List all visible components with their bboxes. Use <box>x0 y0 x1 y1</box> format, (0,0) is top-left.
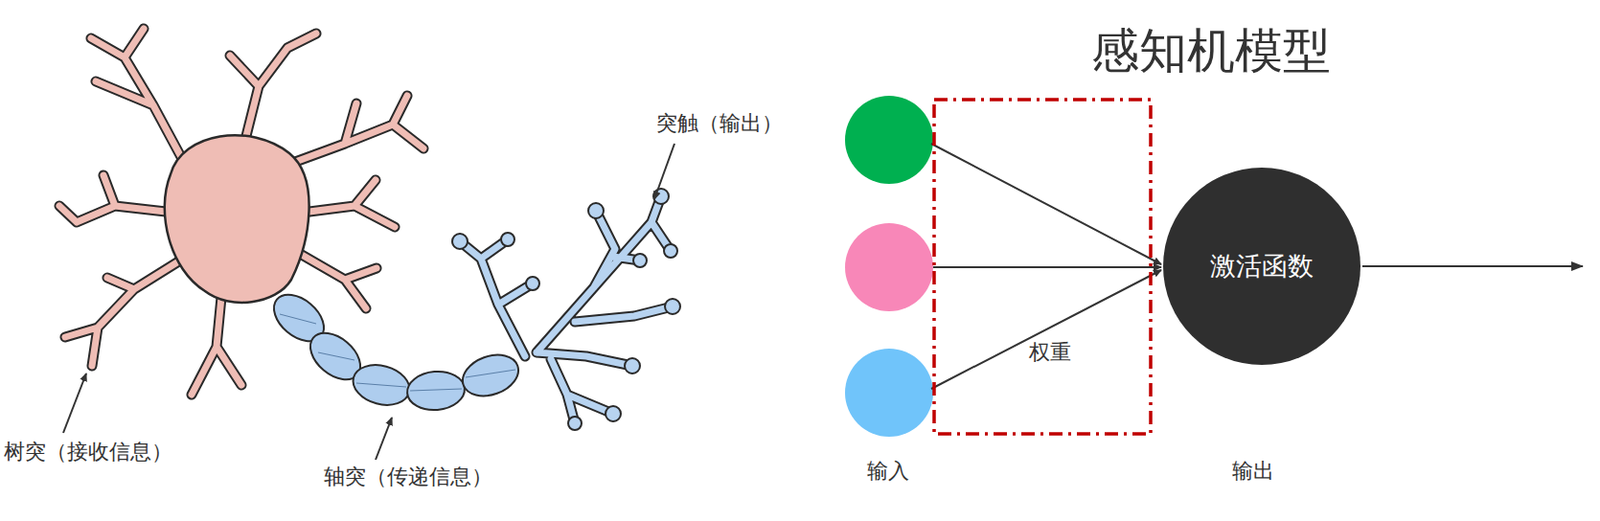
weight-label: 权重 <box>1028 340 1072 366</box>
input-circle <box>845 348 934 437</box>
activation-circle: 激活函数 <box>1162 166 1362 366</box>
input-circle <box>845 223 934 312</box>
function-label: 激活函数 <box>1210 251 1314 282</box>
synapse-label: 突触（输出） <box>656 111 783 137</box>
output-label: 输出 <box>1232 458 1275 484</box>
diagram-title: 感知机模型 <box>1091 22 1331 80</box>
input-label: 输入 <box>867 458 910 484</box>
weight-region: 权重 <box>932 97 1153 436</box>
axon-label: 轴突（传递信息） <box>323 464 493 490</box>
dendrite-label: 树突（接收信息） <box>3 439 173 465</box>
input-circle <box>845 95 934 184</box>
weight-region-outline <box>932 97 1153 436</box>
